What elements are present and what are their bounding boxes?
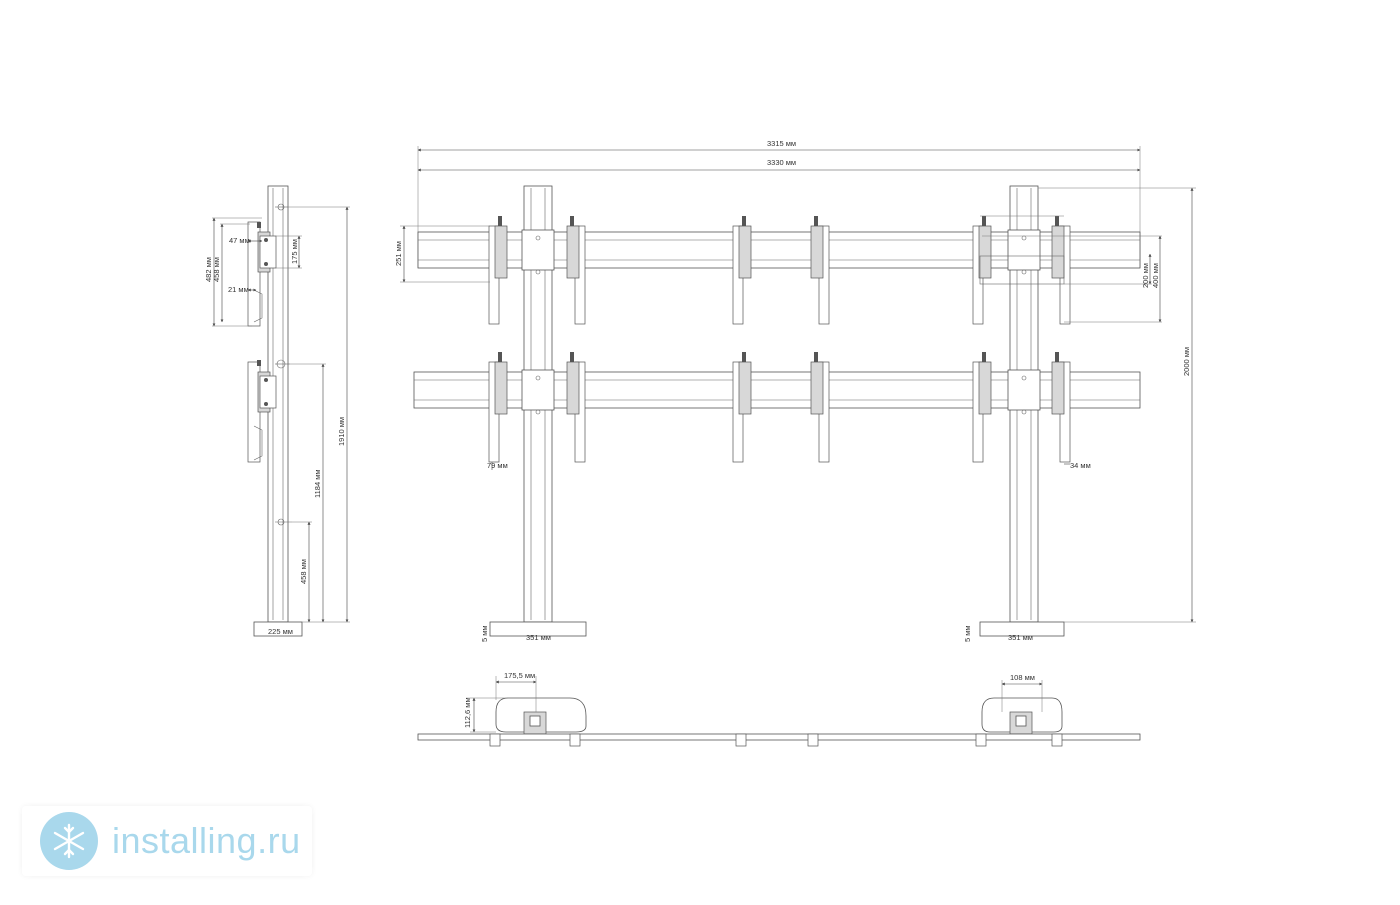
dim-3330: 3330 мм [767, 158, 796, 167]
dim-3315: 3315 мм [767, 139, 796, 148]
bracket-l5 [972, 352, 992, 463]
bracket-u4 [810, 216, 830, 325]
dim-108: 108 мм [1010, 673, 1035, 682]
side-upper-bracket [247, 221, 277, 327]
dim-458-lower: 458 мм [299, 559, 308, 584]
side-lower-bracket [247, 360, 277, 463]
bracket-l6 [1051, 352, 1071, 463]
lower-brackets [488, 352, 1071, 463]
dim-400: 400 мм [1151, 263, 1160, 288]
top-view: 175,5 мм 112,6 мм 108 мм [417, 671, 1141, 747]
dim-5-left: 5 мм [480, 625, 489, 642]
dim-112-6: 112,6 мм [463, 697, 472, 728]
side-base [253, 621, 303, 637]
dim-47: 47 мм [229, 236, 250, 245]
front-left-base [489, 621, 587, 637]
bracket-u2 [566, 216, 586, 325]
side-view: 482 мм 458 мм 47 мм 21 мм 175 мм 1910 мм… [204, 185, 350, 637]
bracket-u3 [732, 216, 752, 325]
bracket-u6 [1051, 216, 1071, 325]
dim-351-right: 351 мм [1008, 633, 1033, 642]
bracket-l2 [566, 352, 586, 463]
dim-458-upper: 458 мм [212, 257, 221, 282]
top-rail [417, 733, 1141, 741]
dim-200: 200 мм [1141, 263, 1150, 288]
dim-1184: 1184 мм [313, 469, 322, 498]
dim-79: 79 мм [487, 461, 508, 470]
bracket-l4 [810, 352, 830, 463]
front-view: 3315 мм 3330 мм [394, 139, 1196, 642]
bracket-l1 [488, 352, 508, 463]
watermark-text: installing.ru [112, 820, 301, 861]
bracket-u5 [972, 216, 992, 325]
bracket-l3 [732, 352, 752, 463]
dim-351-left: 351 мм [526, 633, 551, 642]
dim-21: 21 мм [228, 285, 249, 294]
dim-5-right: 5 мм [963, 625, 972, 642]
dim-1910: 1910 мм [337, 417, 346, 446]
dim-482: 482 мм [204, 257, 213, 282]
front-right-base [979, 621, 1065, 637]
upper-brackets [488, 216, 1071, 325]
dim-2000: 2000 мм [1182, 347, 1191, 376]
dim-251: 251 мм [394, 241, 403, 266]
snowflake-icon [40, 812, 98, 870]
bracket-u1 [488, 216, 508, 325]
dim-175-5: 175,5 мм [504, 671, 535, 680]
dim-225: 225 мм [268, 627, 293, 636]
watermark-logo: installing.ru [22, 806, 312, 876]
dim-175: 175 мм [290, 239, 299, 264]
dim-34: 34 мм [1070, 461, 1091, 470]
